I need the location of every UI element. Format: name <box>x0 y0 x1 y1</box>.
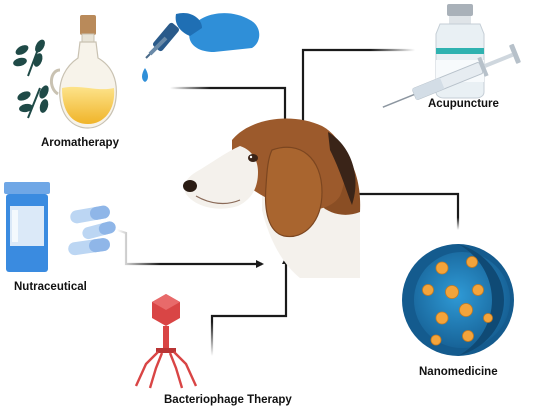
arrow-nutraceutical <box>116 228 264 268</box>
arrow-bacteriophage <box>210 256 290 356</box>
gloved-hand-dropper-icon <box>142 12 260 82</box>
bacteriophage-icon <box>134 294 198 389</box>
nanoparticle-sphere-icon <box>402 244 514 356</box>
label-aromatherapy: Aromatherapy <box>41 137 119 149</box>
syringe-icon <box>382 43 521 108</box>
label-acupuncture: Acupuncture <box>428 98 499 110</box>
herb-leaves-icon <box>13 39 49 119</box>
capsule-icon <box>68 205 116 256</box>
essential-oil-bottle-icon <box>50 15 117 129</box>
pill-bottle-icon <box>4 182 50 272</box>
label-bacteriophage-therapy: Bacteriophage Therapy <box>164 394 292 406</box>
label-nanomedicine: Nanomedicine <box>419 366 498 378</box>
arrow-nanomedicine <box>310 190 460 230</box>
label-nutraceutical: Nutraceutical <box>14 281 87 293</box>
beagle-dog-head-icon <box>183 118 361 278</box>
